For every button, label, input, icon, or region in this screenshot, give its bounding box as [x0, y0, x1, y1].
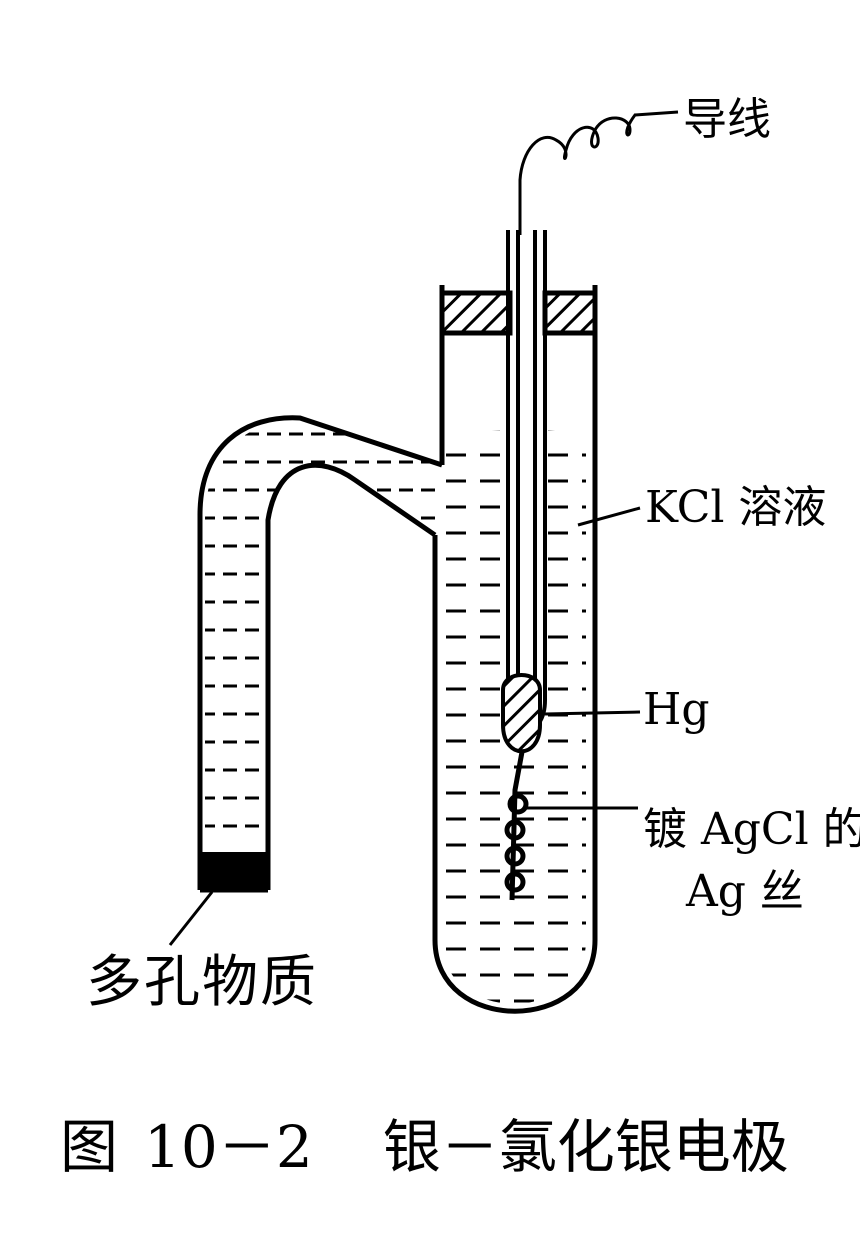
- mercury-fill: [501, 673, 542, 754]
- inner-tube: [506, 230, 547, 732]
- caption-prefix: 图: [60, 1113, 119, 1181]
- label-agcl-wire-line2: Ag 丝: [686, 866, 804, 917]
- label-wire: 导线: [683, 94, 771, 145]
- lead-wire: [518, 110, 679, 235]
- caption-number: 10－2: [144, 1113, 313, 1181]
- label-kcl-solution: KCl 溶液: [645, 482, 827, 533]
- label-mercury: Hg: [643, 684, 710, 735]
- agcl-coil: [504, 751, 529, 901]
- leader-lines: [168, 506, 641, 946]
- caption-title: 银－氯化银电极: [382, 1113, 789, 1181]
- label-porous-material: 多孔物质: [86, 950, 318, 1015]
- label-agcl-wire-line1: 镀 AgCl 的: [643, 804, 860, 855]
- stopper: [439, 290, 598, 336]
- porous-plug: [200, 852, 268, 892]
